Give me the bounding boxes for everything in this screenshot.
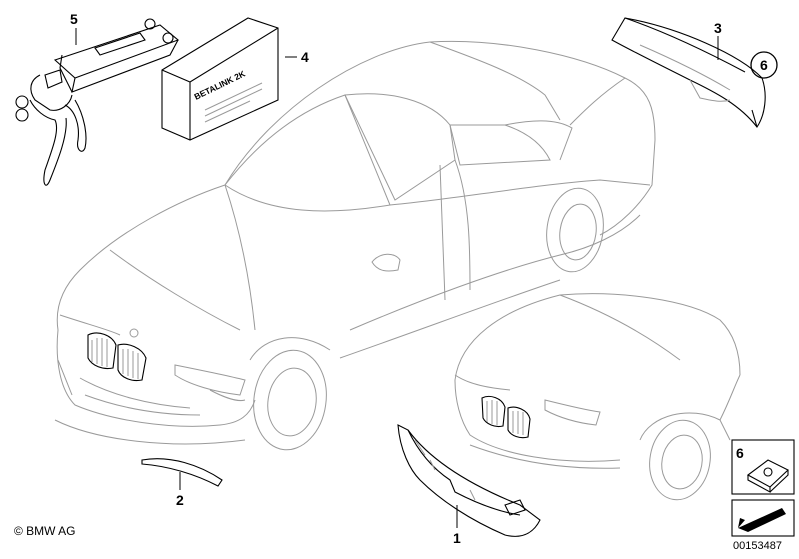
part-3-rear-diffuser — [611, 17, 766, 128]
box-label: BETALINK 2K — [192, 68, 247, 102]
callout-part-1: 1 — [453, 530, 461, 546]
diagram-id: 00153487 — [733, 540, 782, 552]
part-6-clip-detail — [731, 439, 795, 495]
callout-part-6-box: 6 — [736, 445, 744, 461]
copyright-notice: © BMW AG — [14, 524, 76, 538]
callout-part-2: 2 — [176, 492, 184, 508]
direction-arrow-symbol — [731, 499, 795, 537]
callout-part-4: 4 — [301, 49, 309, 65]
callout-part-6-circle: 6 — [750, 51, 778, 79]
part-2-side-flap — [141, 458, 223, 487]
secondary-car-illustration — [454, 293, 741, 501]
part-1-front-splitter — [397, 424, 541, 537]
callout-part-3: 3 — [714, 20, 722, 36]
callout-part-5: 5 — [70, 11, 78, 27]
part-4-adhesive-box: BETALINK 2K — [161, 17, 279, 141]
callout-part-6: 6 — [760, 57, 768, 73]
main-car-illustration — [54, 40, 656, 451]
leader-lines — [75, 28, 719, 528]
part-5-cartridge-gun — [15, 18, 180, 186]
